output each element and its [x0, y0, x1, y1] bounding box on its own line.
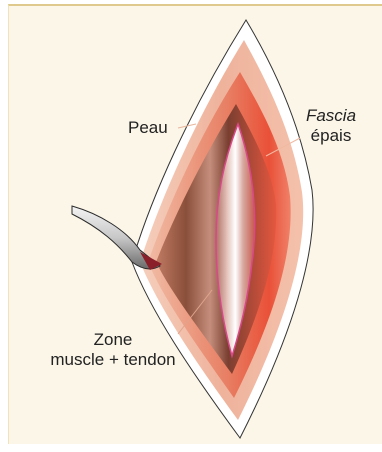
label-fascia-epais: Fascia épais: [300, 106, 362, 146]
label-fascia-word: Fascia: [300, 106, 362, 126]
label-zone-line1: Zone: [38, 330, 188, 350]
label-zone-muscle-tendon: Zone muscle + tendon: [38, 330, 188, 370]
label-peau: Peau: [128, 118, 168, 138]
label-epais-word: épais: [300, 126, 362, 146]
label-zone-line2: muscle + tendon: [38, 350, 188, 370]
